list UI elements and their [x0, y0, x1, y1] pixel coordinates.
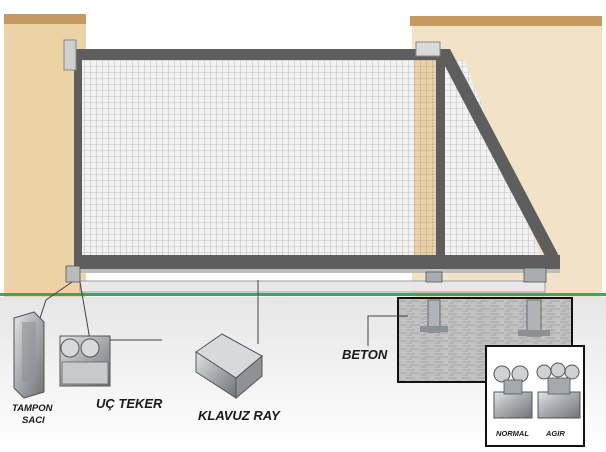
agir-wheel-part: [536, 362, 581, 419]
label-uc-teker: UÇ TEKER: [96, 396, 163, 411]
gate-frame: [74, 49, 560, 269]
label-klavuz-ray: KLAVUZ RAY: [198, 408, 281, 423]
left-post-bracket: [63, 39, 77, 71]
normal-wheel-part: [493, 365, 533, 419]
carriage-wheel-heavy: [518, 267, 550, 337]
tampon-saci-part: [13, 311, 45, 399]
label-beton: BETON: [342, 347, 388, 362]
label-agir: AGIR: [545, 429, 565, 438]
uc-teker-part: [59, 335, 111, 387]
guide-rail: [79, 280, 546, 293]
label-tampon-line2: SACI: [22, 415, 45, 426]
ground-line: [0, 293, 606, 296]
label-tampon-line1: TAMPON: [12, 403, 54, 414]
end-wheel-on-gate: [65, 265, 81, 283]
carriage-wheel-normal: [420, 271, 448, 333]
gate-top-bracket: [415, 41, 441, 57]
gate-mesh-panel: [80, 60, 414, 255]
label-normal: NORMAL: [496, 429, 529, 438]
klavuz-ray-part: [195, 333, 263, 400]
